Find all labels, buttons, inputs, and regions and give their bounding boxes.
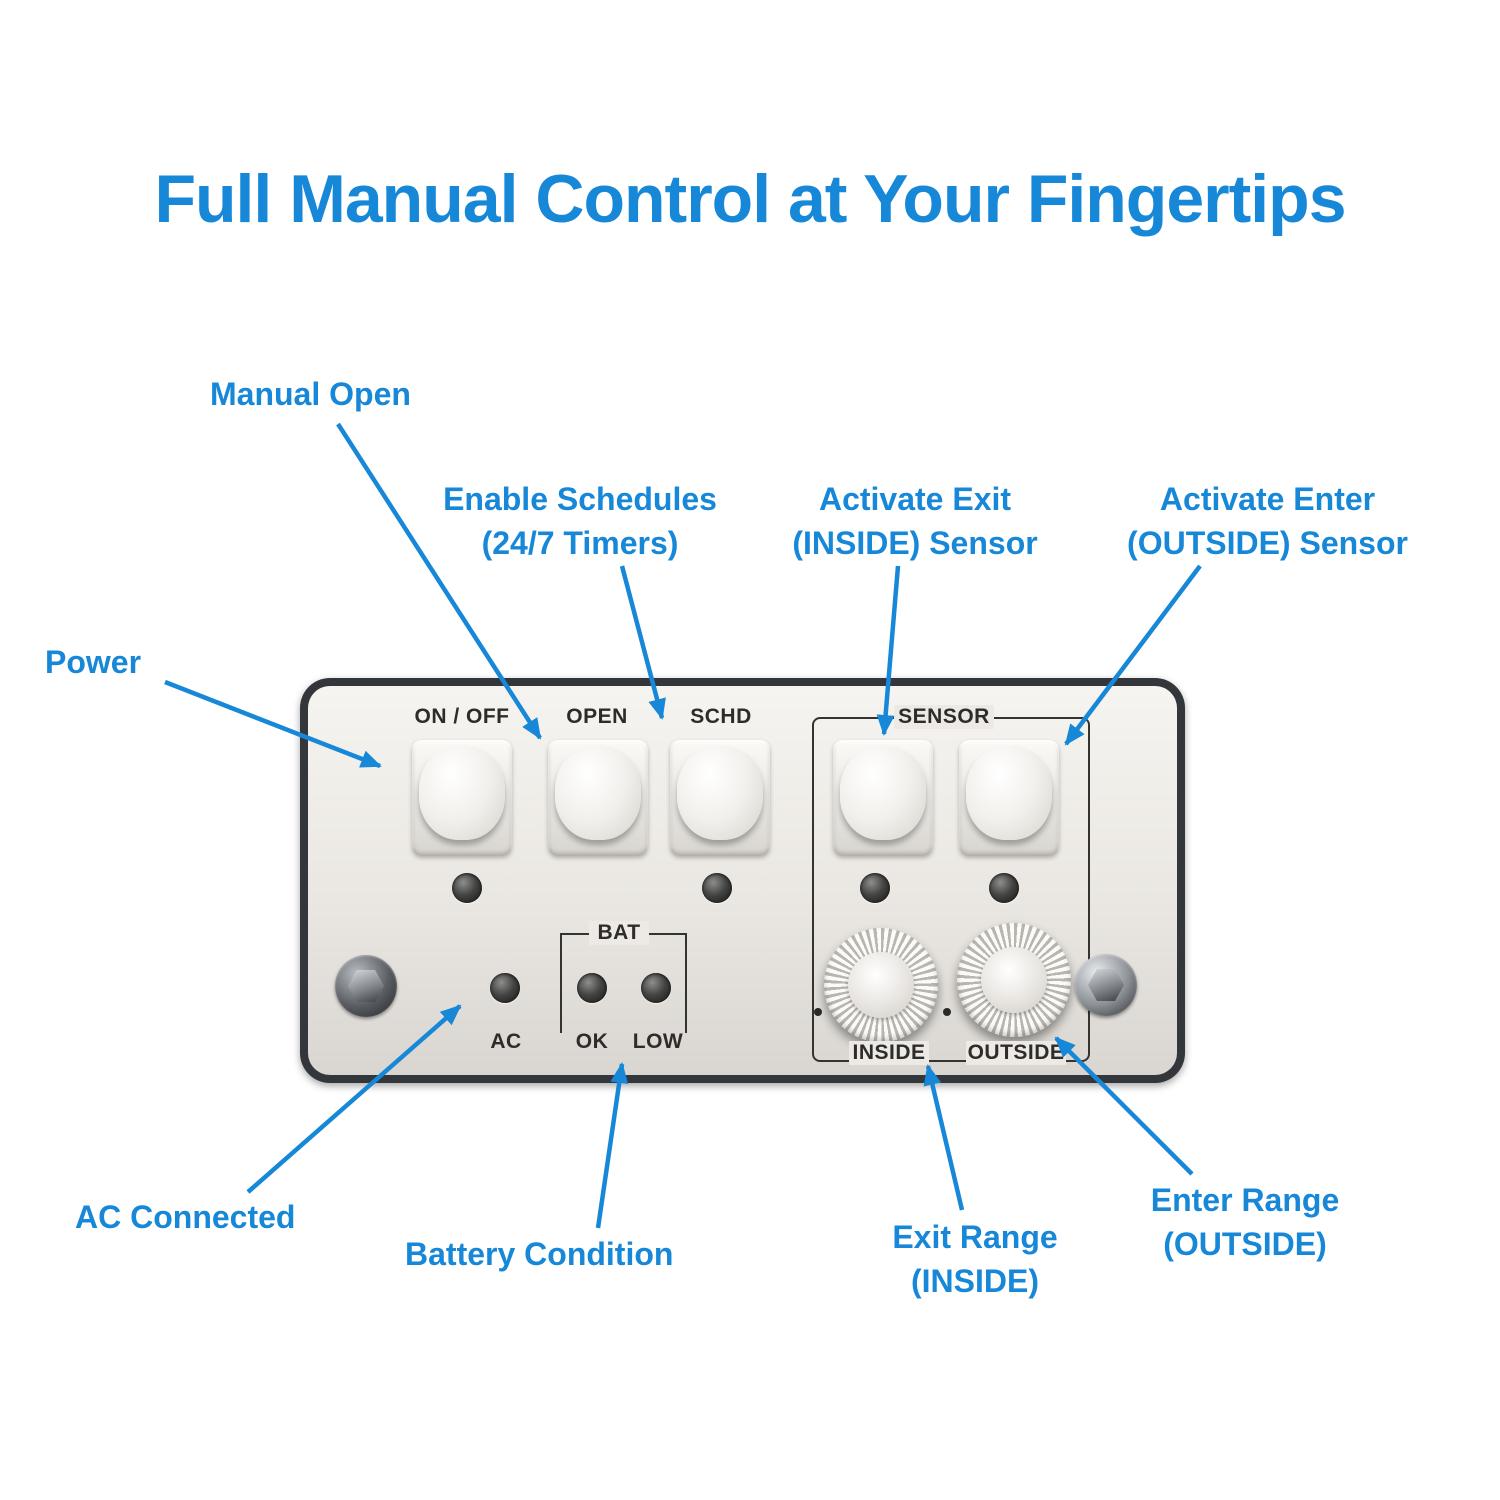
- enter-sensor-button-cap: [966, 746, 1052, 840]
- sensor-group-label: SENSOR: [894, 705, 994, 729]
- control-panel: ON / OFF OPEN SCHD SENSOR BAT AC OK LOW: [300, 678, 1185, 1083]
- callout-enter-range-line2: (OUTSIDE): [1163, 1226, 1327, 1262]
- callout-activate-exit: Activate Exit (INSIDE) Sensor: [765, 477, 1065, 565]
- schd-label: SCHD: [690, 705, 752, 728]
- exit-sensor-button: [833, 740, 933, 856]
- callout-activate-exit-line2: (INSIDE) Sensor: [792, 525, 1038, 561]
- callout-exit-range-line1: Exit Range: [892, 1219, 1058, 1255]
- callout-activate-enter-line2: (OUTSIDE) Sensor: [1127, 525, 1408, 561]
- callout-activate-enter: Activate Enter (OUTSIDE) Sensor: [1095, 477, 1440, 565]
- low-label: LOW: [632, 1030, 684, 1053]
- exit-sensor-button-cap: [840, 746, 926, 840]
- outside-knob-index-dot: [943, 1008, 951, 1016]
- outside-range-knob: [957, 923, 1071, 1037]
- bat-label: BAT: [589, 921, 649, 945]
- page-title: Full Manual Control at Your Fingertips: [154, 161, 1346, 237]
- callout-exit-range: Exit Range (INSIDE): [855, 1215, 1095, 1303]
- left-mounting-screw: [335, 955, 397, 1017]
- exit-sensor-led: [860, 873, 890, 903]
- schd-button-cap: [677, 746, 763, 840]
- enter-sensor-button: [959, 740, 1059, 856]
- bat-ok-led: [577, 973, 607, 1003]
- power-button: [412, 740, 512, 856]
- callout-power: Power: [45, 644, 142, 680]
- open-button-cap: [555, 746, 641, 840]
- enter-sensor-led: [989, 873, 1019, 903]
- callout-battery-condition: Battery Condition: [405, 1236, 674, 1272]
- open-label: OPEN: [566, 705, 628, 728]
- callout-enable-schedules: Enable Schedules (24/7 Timers): [420, 477, 740, 565]
- callout-ac-connected: AC Connected: [75, 1199, 296, 1235]
- on-off-label: ON / OFF: [414, 705, 510, 728]
- schd-led: [702, 873, 732, 903]
- power-led: [452, 873, 482, 903]
- inside-range-knob: [824, 928, 938, 1042]
- right-mounting-screw: [1075, 954, 1137, 1016]
- callout-activate-exit-line1: Activate Exit: [818, 481, 1012, 517]
- schd-button: [670, 740, 770, 856]
- callout-activate-enter-line1: Activate Enter: [1159, 481, 1376, 517]
- callout-enter-range-line1: Enter Range: [1150, 1182, 1340, 1218]
- open-button: [548, 740, 648, 856]
- ok-label: OK: [575, 1030, 609, 1053]
- callout-manual-open: Manual Open: [210, 376, 411, 412]
- ac-label: AC: [490, 1030, 522, 1053]
- arrow-exit-range: [923, 1064, 965, 1211]
- power-button-cap: [419, 746, 505, 840]
- callout-enable-schedules-line2: (24/7 Timers): [481, 525, 679, 561]
- inside-label: INSIDE: [849, 1041, 929, 1065]
- callout-enable-schedules-line1: Enable Schedules: [443, 481, 717, 517]
- arrow-battery-condition: [595, 1062, 629, 1229]
- callout-enter-range: Enter Range (OUTSIDE): [1105, 1178, 1385, 1266]
- outside-label: OUTSIDE: [966, 1041, 1066, 1065]
- ac-led: [490, 973, 520, 1003]
- bat-low-led: [641, 973, 671, 1003]
- callout-exit-range-line2: (INSIDE): [911, 1263, 1039, 1299]
- inside-knob-index-dot: [814, 1008, 822, 1016]
